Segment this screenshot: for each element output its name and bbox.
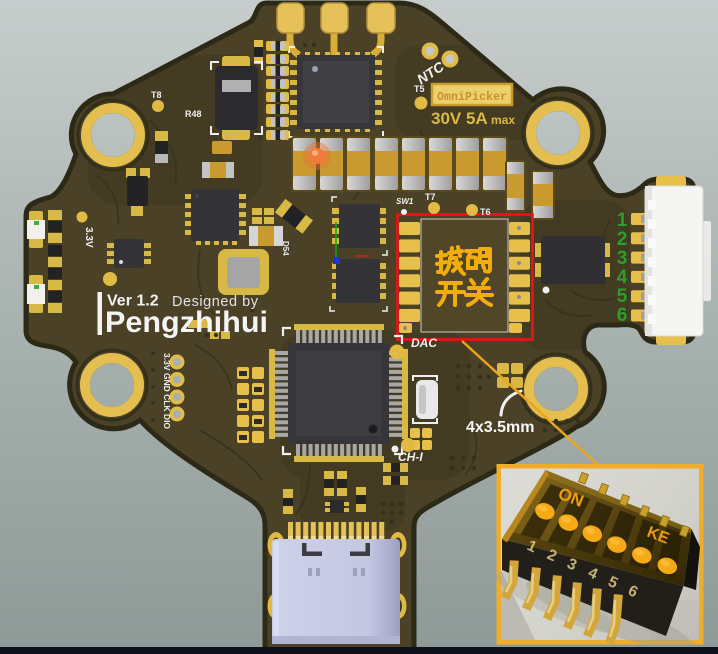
svg-text:6: 6 (617, 305, 628, 326)
svg-text:T5: T5 (414, 84, 425, 94)
svg-text:Designed by: Designed by (172, 294, 259, 310)
svg-text:Pengzhihui: Pengzhihui (105, 306, 268, 339)
svg-text:R48: R48 (185, 109, 202, 119)
svg-text:5: 5 (617, 286, 628, 307)
svg-text:2: 2 (617, 229, 628, 250)
svg-text:OmniPicker: OmniPicker (437, 91, 507, 104)
svg-text:3: 3 (617, 248, 628, 269)
svg-text:3.3V GND CLK DIO: 3.3V GND CLK DIO (162, 353, 172, 429)
svg-text:KE: KE (645, 524, 672, 548)
svg-text:SW1: SW1 (396, 197, 414, 206)
svg-text:T6: T6 (480, 207, 491, 217)
svg-text:CH-I: CH-I (398, 450, 423, 464)
svg-text:D54: D54 (281, 241, 290, 256)
svg-text:4x3.5mm: 4x3.5mm (466, 419, 535, 436)
svg-text:30V 5A: 30V 5A (431, 109, 488, 128)
svg-text:DAC: DAC (411, 336, 437, 350)
svg-text:1: 1 (617, 210, 628, 231)
svg-text:Ver 1.2: Ver 1.2 (107, 293, 159, 310)
svg-text:T7: T7 (425, 192, 436, 202)
svg-text:4: 4 (617, 267, 628, 288)
svg-text:max: max (491, 113, 515, 127)
svg-text:3.3V: 3.3V (83, 227, 94, 248)
svg-text:T8: T8 (151, 90, 162, 100)
